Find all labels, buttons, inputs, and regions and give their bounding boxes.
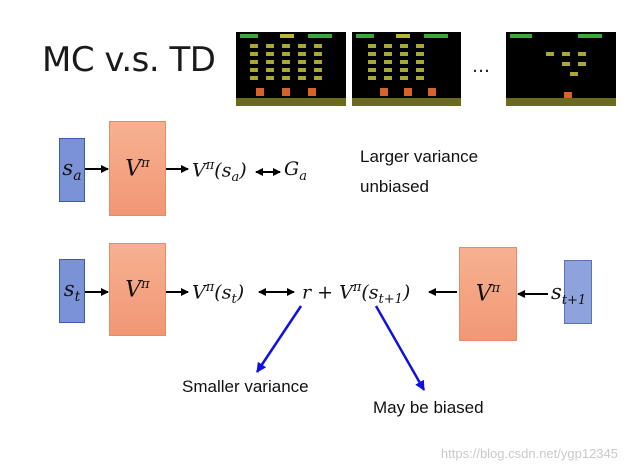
td-target-expression: r + Vπ(st+1) (302, 280, 411, 308)
value-function-label-mc: Vπ (125, 155, 150, 182)
ellipsis: … (472, 56, 490, 77)
game-screenshot-2 (352, 32, 461, 106)
space-invaders-image-3 (506, 34, 616, 106)
value-function-box-next: Vπ (459, 247, 517, 341)
state-st-label: st (63, 276, 81, 306)
mc-target-return: Ga (284, 158, 307, 184)
value-function-box-td: Vπ (109, 243, 166, 336)
space-invaders-image-1 (236, 34, 346, 106)
value-function-label-td: Vπ (125, 276, 150, 303)
pointer-may-be-biased (374, 305, 426, 391)
pointer-smaller-variance (255, 305, 303, 373)
td-output-expression: Vπ(st) (192, 280, 245, 308)
space-invaders-image-2 (352, 34, 461, 106)
game-screenshot-1 (236, 32, 346, 106)
game-screenshot-3 (506, 32, 616, 106)
next-state-label: st+1 (551, 280, 587, 309)
watermark: https://blog.csdn.net/ygp12345 (440, 446, 618, 461)
slide-title: MC v.s. TD (42, 40, 216, 80)
value-function-box-mc: Vπ (109, 121, 166, 216)
td-note-variance: Smaller variance (182, 377, 309, 396)
mc-note-bias: unbiased (360, 177, 430, 196)
td-note-bias: May be biased (373, 398, 484, 417)
state-box-st: st (59, 259, 85, 323)
mc-note-variance: Larger variance (360, 147, 479, 166)
state-box-sa: sa (59, 138, 85, 202)
state-sa-label: sa (62, 155, 82, 185)
value-function-label-next: Vπ (475, 281, 501, 307)
mc-output-expression: Vπ(sa) (192, 158, 247, 186)
